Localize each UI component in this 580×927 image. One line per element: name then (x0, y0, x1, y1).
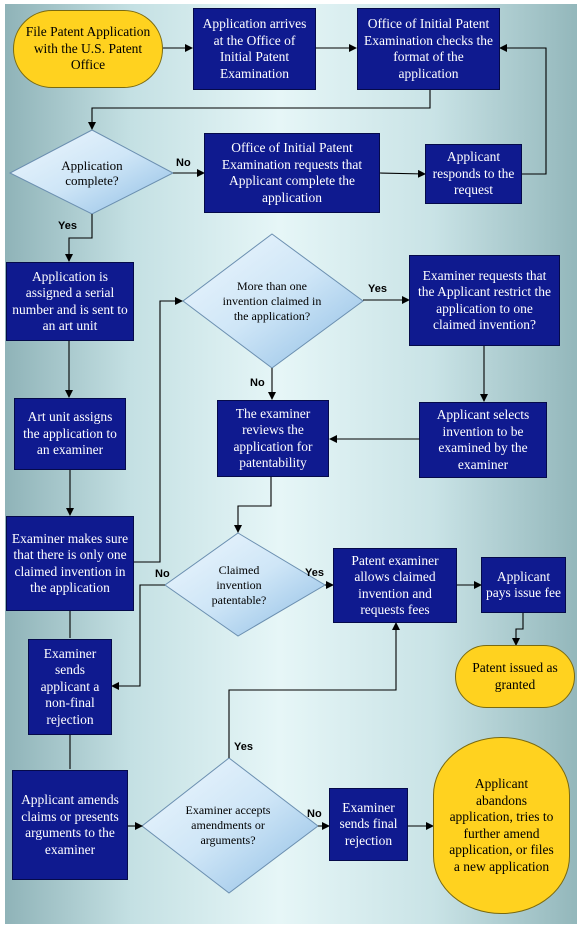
process-checks-format: Office of Initial Patent Examination che… (357, 8, 500, 90)
process-selects-invention: Applicant selects invention to be examin… (419, 402, 547, 478)
process-serial-number: Application is assigned a serial number … (6, 262, 134, 341)
connector-lines (65, 44, 547, 830)
process-examiner-reviews: The examiner reviews the application for… (217, 400, 329, 477)
label-no-more-than-one: No (250, 377, 265, 389)
label-no-accepts: No (307, 808, 322, 820)
process-one-invention-check: Examiner makes sure that there is only o… (6, 516, 134, 611)
end-terminal-abandons: Applicant abandons application, tries to… (433, 737, 570, 914)
label-yes-more-than-one: Yes (368, 283, 387, 295)
decision-application-complete: Application complete? (61, 158, 123, 188)
process-pays-issue-fee: Applicant pays issue fee (481, 557, 566, 613)
decision-diamond-patentable (164, 532, 326, 637)
decision-examiner-accepts: Examiner accepts amendments or arguments… (185, 802, 271, 847)
decision-diamond-accepts (141, 757, 319, 894)
process-non-final-rejection: Examiner sends applicant a non-final rej… (28, 639, 112, 735)
process-applicant-responds: Applicant responds to the request (425, 144, 522, 204)
decision-more-than-one-invention: More than one invention claimed in the a… (222, 278, 322, 323)
process-final-rejection: Examiner sends final rejection (329, 788, 408, 861)
label-yes-accepts: Yes (234, 741, 253, 753)
process-request-complete: Office of Initial Patent Examination req… (204, 133, 380, 213)
process-applicant-amends: Applicant amends claims or presents argu… (12, 770, 128, 880)
end-terminal-issued: Patent issued as granted (455, 645, 575, 708)
start-terminal: File Patent Application with the U.S. Pa… (13, 10, 163, 88)
decision-claimed-invention-patentable: Claimed invention patentable? (211, 562, 267, 607)
label-yes-complete: Yes (58, 220, 77, 232)
process-allows-invention: Patent examiner allows claimed invention… (333, 548, 457, 623)
label-no-complete: No (176, 157, 191, 169)
process-restrict-request: Examiner requests that the Applicant res… (409, 255, 560, 346)
label-no-patentable: No (155, 568, 170, 580)
process-art-unit: Art unit assigns the application to an e… (14, 398, 126, 470)
label-yes-patentable: Yes (305, 567, 324, 579)
process-application-arrives: Application arrives at the Office of Ini… (193, 8, 316, 90)
